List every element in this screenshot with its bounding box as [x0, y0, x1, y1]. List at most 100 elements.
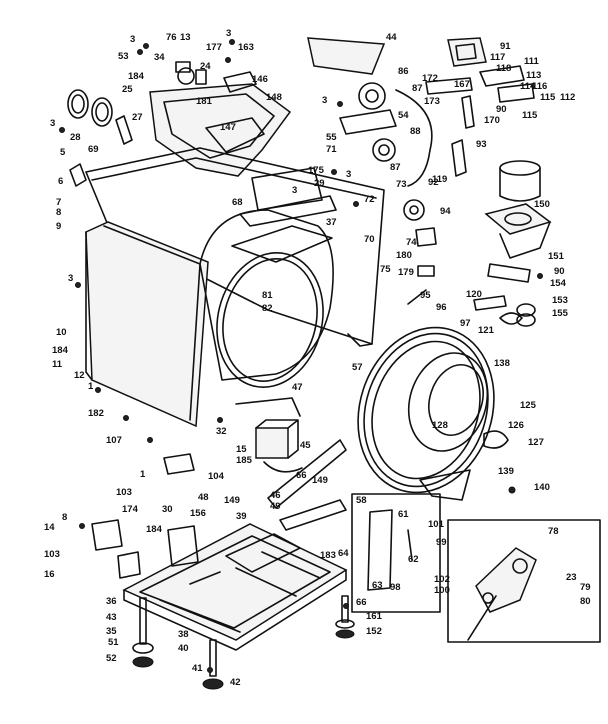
- part-callout: 37: [326, 217, 337, 228]
- part-callout: 15: [236, 444, 247, 455]
- part-callout: 185: [236, 455, 253, 466]
- part-callout: 64: [338, 548, 349, 559]
- part-callout: 181: [196, 96, 213, 107]
- part-callout: 161: [366, 611, 383, 622]
- part-callout: 98: [390, 582, 401, 593]
- part-callout: 138: [494, 358, 510, 369]
- part-callout: 180: [396, 250, 412, 261]
- part-callout: 8: [56, 207, 61, 218]
- part-callout: 115: [540, 92, 556, 103]
- part-callout: 53: [118, 51, 129, 62]
- part-callout: 147: [220, 122, 236, 133]
- part-callout: 16: [44, 569, 55, 580]
- part-callout: 125: [520, 400, 537, 411]
- part-callout: 126: [508, 420, 524, 431]
- part-callout: 13: [180, 32, 191, 43]
- part-callout: 49: [270, 501, 281, 512]
- part-callout: 174: [122, 504, 139, 515]
- part-callout: 3: [68, 273, 73, 284]
- part-callout: 73: [396, 179, 407, 190]
- part-callout: 3: [322, 95, 327, 106]
- part-callout: 28: [70, 132, 81, 143]
- part-callout: 14: [44, 522, 55, 533]
- part-callout: 39: [236, 511, 247, 522]
- part-callout: 92: [428, 177, 439, 188]
- part-callout: 87: [390, 162, 401, 173]
- part-callout: 29: [314, 178, 325, 189]
- part-callout: 151: [548, 251, 565, 262]
- part-callout: 86: [398, 66, 409, 77]
- part-callout: 44: [386, 32, 397, 43]
- part-callout: 172: [422, 73, 438, 84]
- part-callout: 107: [106, 435, 122, 446]
- part-callout: 104: [208, 471, 225, 482]
- part-callout: 70: [364, 234, 375, 245]
- part-callout: 79: [580, 582, 591, 593]
- part-callout: 163: [238, 42, 254, 53]
- part-callout: 30: [162, 504, 173, 515]
- part-callout: 72: [364, 194, 375, 205]
- part-callout: 167: [454, 79, 470, 90]
- blower-housing: [251, 37, 467, 277]
- part-callout: 1: [140, 469, 146, 480]
- part-callout: 25: [122, 84, 133, 95]
- part-callout: 12: [74, 370, 85, 381]
- part-callout: 154: [550, 278, 567, 289]
- part-callout: 148: [266, 92, 282, 103]
- part-callout: 42: [230, 677, 241, 688]
- part-callout: 34: [154, 52, 165, 63]
- part-callout: 58: [356, 495, 367, 506]
- part-callout: 3: [50, 118, 55, 129]
- part-callout: 90: [554, 266, 565, 277]
- part-callout: 116: [532, 81, 547, 92]
- part-callout: 62: [408, 554, 419, 565]
- part-callout: 112: [560, 92, 575, 103]
- part-callout: 152: [366, 626, 382, 637]
- part-callout: 6: [58, 176, 63, 187]
- part-callout: 41: [192, 663, 203, 674]
- part-callout: 102: [434, 574, 450, 585]
- part-callout: 100: [434, 585, 450, 596]
- base-frame: [122, 439, 348, 651]
- part-callout: 173: [424, 96, 440, 107]
- part-callout: 113: [526, 70, 541, 81]
- part-callout: 55: [326, 132, 337, 143]
- part-callout: 51: [108, 637, 119, 648]
- part-callout: 175: [308, 165, 325, 176]
- part-callout: 149: [224, 495, 240, 506]
- part-callout: 156: [190, 508, 206, 519]
- part-callout: 46: [270, 490, 281, 501]
- part-callout: 150: [534, 199, 550, 210]
- part-callout: 127: [528, 437, 544, 448]
- part-callout: 10: [56, 327, 67, 338]
- part-callout: 61: [398, 509, 409, 520]
- part-callout: 149: [312, 475, 328, 486]
- part-callout: 76: [166, 32, 177, 43]
- part-callout: 78: [548, 526, 559, 537]
- part-callout: 47: [292, 382, 303, 393]
- part-callout: 153: [552, 295, 568, 306]
- part-callout: 57: [352, 362, 363, 373]
- cabinet-front-panel: [85, 221, 209, 428]
- part-callout: 117: [490, 52, 505, 63]
- part-callout: 69: [88, 144, 99, 155]
- part-callout: 88: [410, 126, 421, 137]
- part-callout: 95: [420, 290, 431, 301]
- part-callout: 170: [484, 115, 500, 126]
- part-callout: 81: [262, 290, 273, 301]
- part-callout: 74: [406, 237, 417, 248]
- part-callout: 146: [252, 74, 268, 85]
- gas-valve-assembly: [425, 37, 535, 129]
- part-callout: 184: [146, 524, 163, 535]
- burner-assembly: [407, 160, 552, 327]
- part-callout: 3: [130, 34, 135, 45]
- part-callout: 179: [398, 267, 414, 278]
- part-callout: 155: [552, 308, 569, 319]
- part-callout: 1: [88, 381, 94, 392]
- part-callout: 103: [44, 549, 60, 560]
- part-callout: 36: [106, 596, 117, 607]
- part-callout: 9: [56, 221, 61, 232]
- part-callout: 7: [56, 197, 61, 208]
